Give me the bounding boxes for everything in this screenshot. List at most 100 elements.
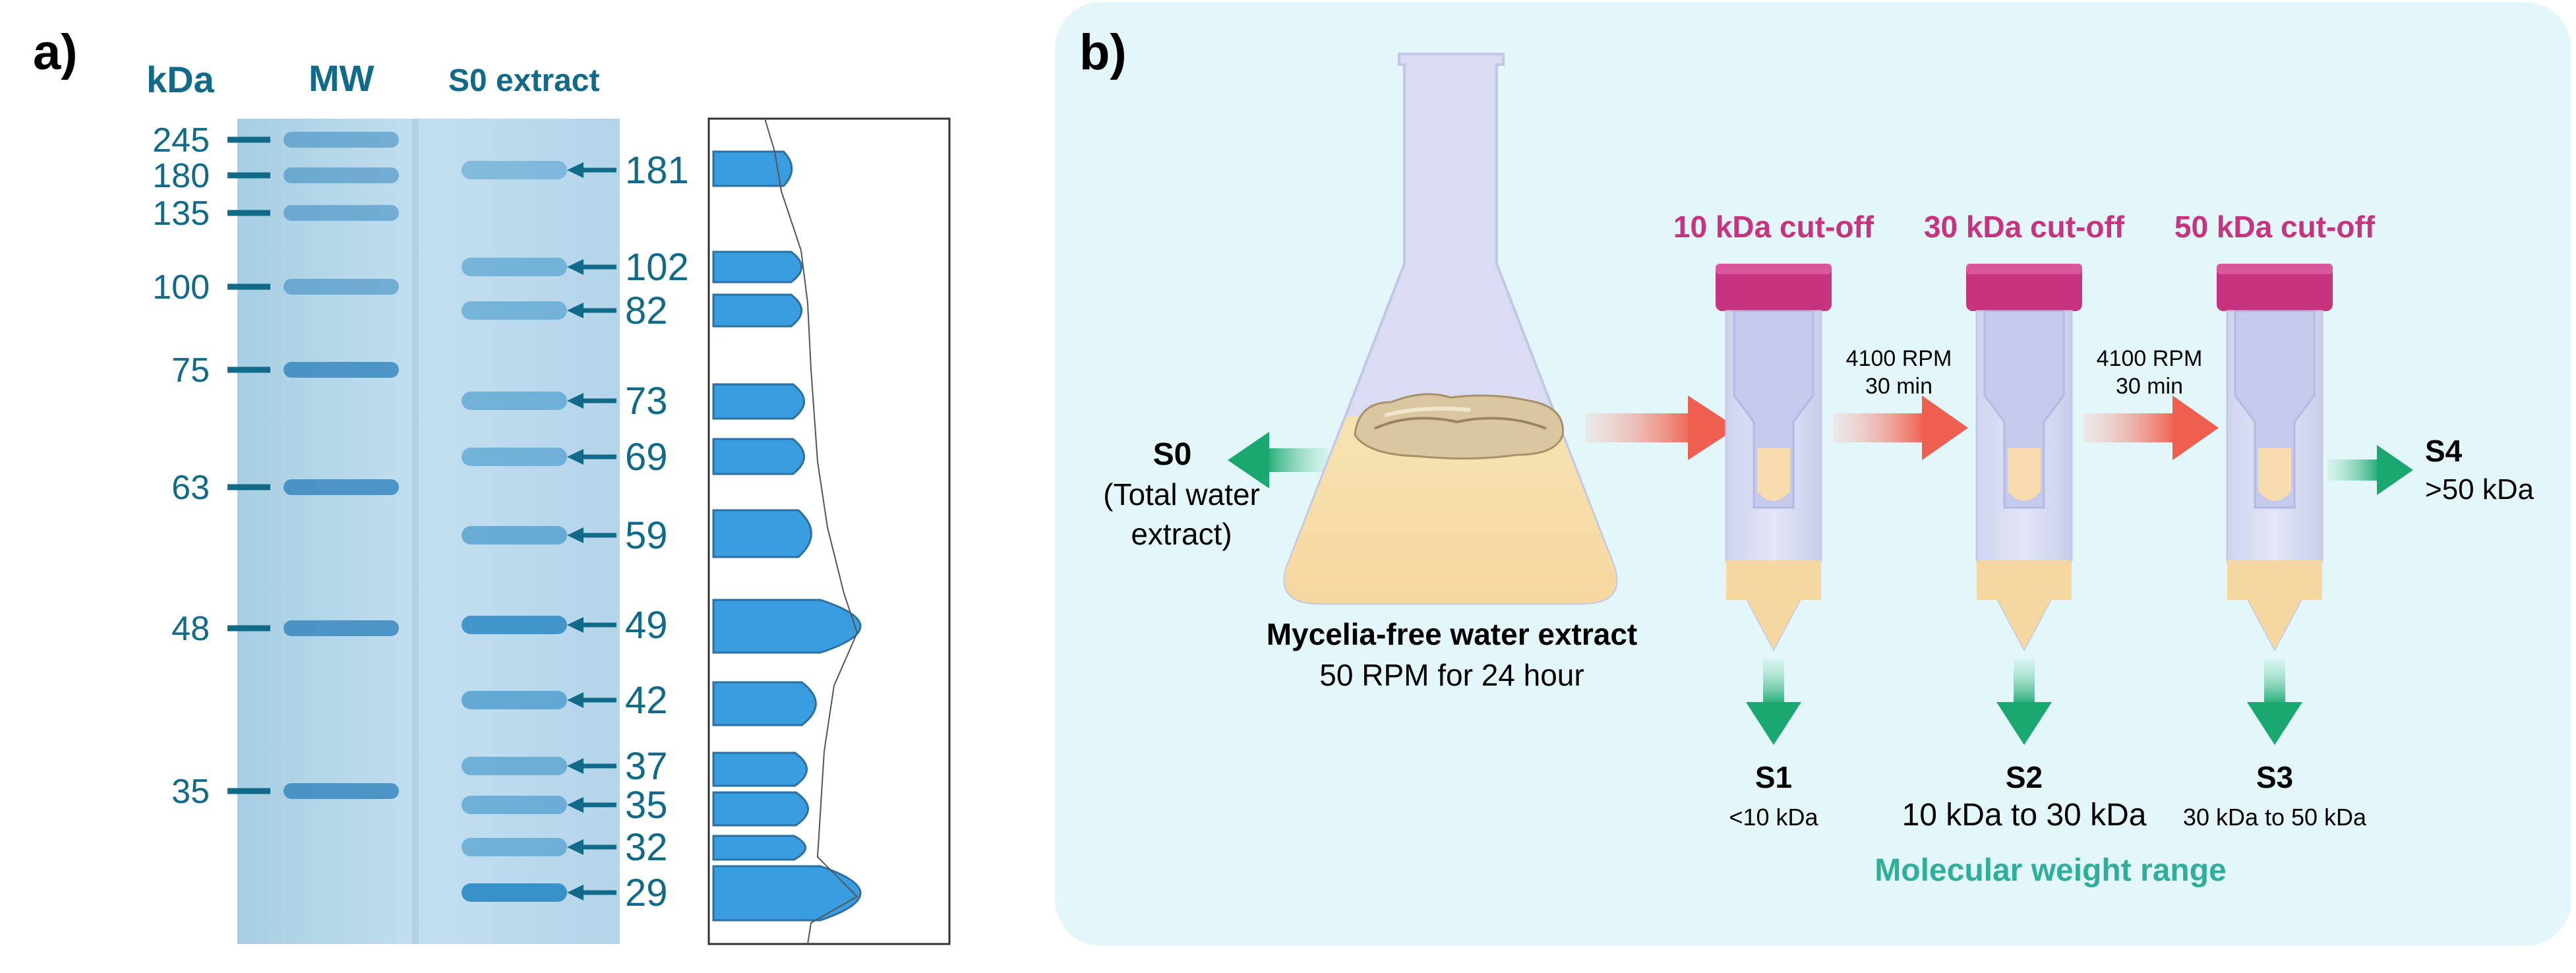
band-arrowhead <box>567 839 584 855</box>
band-label: 49 <box>625 604 668 647</box>
band-label: 35 <box>625 784 668 827</box>
erlenmeyer-flask <box>1283 53 1618 604</box>
tube-filtrate-top <box>2227 560 2322 600</box>
tube-cap-rim <box>1716 264 1832 274</box>
density-peak <box>712 865 862 922</box>
band-label: 59 <box>625 514 668 557</box>
spin-arrow-shaft <box>2083 413 2176 442</box>
flask-to-tube1-arrow <box>1586 396 1737 460</box>
density-peak <box>712 681 817 726</box>
panel-a-label: a) <box>33 24 78 80</box>
band-label: 82 <box>625 289 668 332</box>
output-label: S3 <box>2256 760 2293 794</box>
ladder-label: 75 <box>171 351 210 390</box>
band-arrowhead <box>567 303 584 318</box>
spin-arrow-shaft <box>1833 413 1925 442</box>
panel-b-label: b) <box>1079 24 1127 80</box>
band-label: 37 <box>625 745 668 788</box>
ladder-band <box>284 479 399 495</box>
sample-band <box>462 161 567 179</box>
band-arrowhead <box>567 617 584 633</box>
density-profile <box>712 118 862 945</box>
flask-title: Mycelia-free water extract <box>1267 617 1638 651</box>
band-arrowhead <box>567 393 584 409</box>
mw-header: MW <box>309 57 374 99</box>
output-range: 30 kDa to 50 kDa <box>2183 804 2367 831</box>
ladder-band <box>284 205 399 221</box>
ladder-label: 35 <box>171 773 210 811</box>
sample-band <box>462 448 567 466</box>
s4-title: S4 <box>2425 434 2463 468</box>
filter-insert <box>1983 310 2065 509</box>
ladder-band <box>284 362 399 378</box>
tube-filtrate-top <box>1977 560 2072 600</box>
output-arrow-shaft <box>2014 659 2035 705</box>
spin-arrow-head <box>1922 396 1968 460</box>
output-arrow-shaft <box>1763 659 1784 705</box>
band-label: 32 <box>625 826 668 869</box>
band-arrowhead <box>567 259 584 275</box>
ladder-band <box>284 132 399 148</box>
cutoff-label: 10 kDa cut-off <box>1673 210 1874 244</box>
ladder-label: 48 <box>171 610 210 648</box>
molecular-weight-range-label: Molecular weight range <box>1874 853 2226 888</box>
tube-cap <box>2217 264 2333 311</box>
density-peak <box>712 599 862 654</box>
density-peak <box>712 509 812 558</box>
output-range: 10 kDa to 30 kDa <box>1902 798 2147 833</box>
band-arrowhead <box>567 758 584 774</box>
flask-subtitle: 50 RPM for 24 hour <box>1319 658 1584 692</box>
ladder-label: 63 <box>171 469 210 507</box>
ladder-band <box>284 620 399 636</box>
sample-band <box>462 691 567 709</box>
band-arrowhead <box>567 692 584 708</box>
density-peak <box>712 150 793 187</box>
output-label: S1 <box>1755 760 1792 794</box>
spin-time: 30 min <box>2116 374 2183 399</box>
density-peak <box>712 752 808 787</box>
density-peak <box>712 791 809 827</box>
band-label: 42 <box>625 679 668 722</box>
tube-filtrate-top <box>1726 560 1821 600</box>
band-label: 181 <box>625 149 689 192</box>
band-arrowhead <box>567 527 584 543</box>
ladder-label: 135 <box>152 194 210 233</box>
s0-title: S0 <box>1153 437 1192 472</box>
s0-extract-header: S0 extract <box>448 63 599 98</box>
density-peak <box>712 438 805 475</box>
ladder-label: 100 <box>152 268 210 307</box>
filter-insert <box>2234 310 2316 509</box>
band-label: 29 <box>625 871 668 914</box>
density-peak <box>712 251 802 283</box>
spin-arrow-head <box>2172 396 2219 460</box>
filter-insert <box>1733 310 1814 509</box>
sample-band <box>462 616 567 634</box>
density-baseline <box>764 118 858 945</box>
sample-band <box>462 392 567 410</box>
cutoff-label: 50 kDa cut-off <box>2174 210 2376 244</box>
kda-header: kDa <box>146 59 215 100</box>
band-arrowhead <box>567 449 584 465</box>
filter-retentate <box>1757 448 1790 501</box>
tube-cap-rim <box>1966 264 2082 274</box>
s4-desc: >50 kDa <box>2425 473 2534 506</box>
ladder-band <box>284 167 399 183</box>
panel-a: a) kDa MW S0 extract 2451801351007563483… <box>33 24 951 945</box>
panel-b: b) S0 (Total water extract) Mycelia-free… <box>1055 2 2571 946</box>
density-peak <box>712 293 802 328</box>
tube-cap <box>1716 264 1832 311</box>
s0-desc-line2: extract) <box>1131 517 1232 551</box>
density-peak <box>712 835 806 861</box>
ladder-band <box>284 783 399 799</box>
cutoff-label: 30 kDa cut-off <box>1924 210 2125 244</box>
density-peak <box>712 383 805 420</box>
band-label: 73 <box>625 380 668 423</box>
tube-cap <box>1966 264 2082 311</box>
ladder-band <box>284 279 399 295</box>
spin-rpm: 4100 RPM <box>1846 346 1952 371</box>
tube-cap-rim <box>2217 264 2333 274</box>
